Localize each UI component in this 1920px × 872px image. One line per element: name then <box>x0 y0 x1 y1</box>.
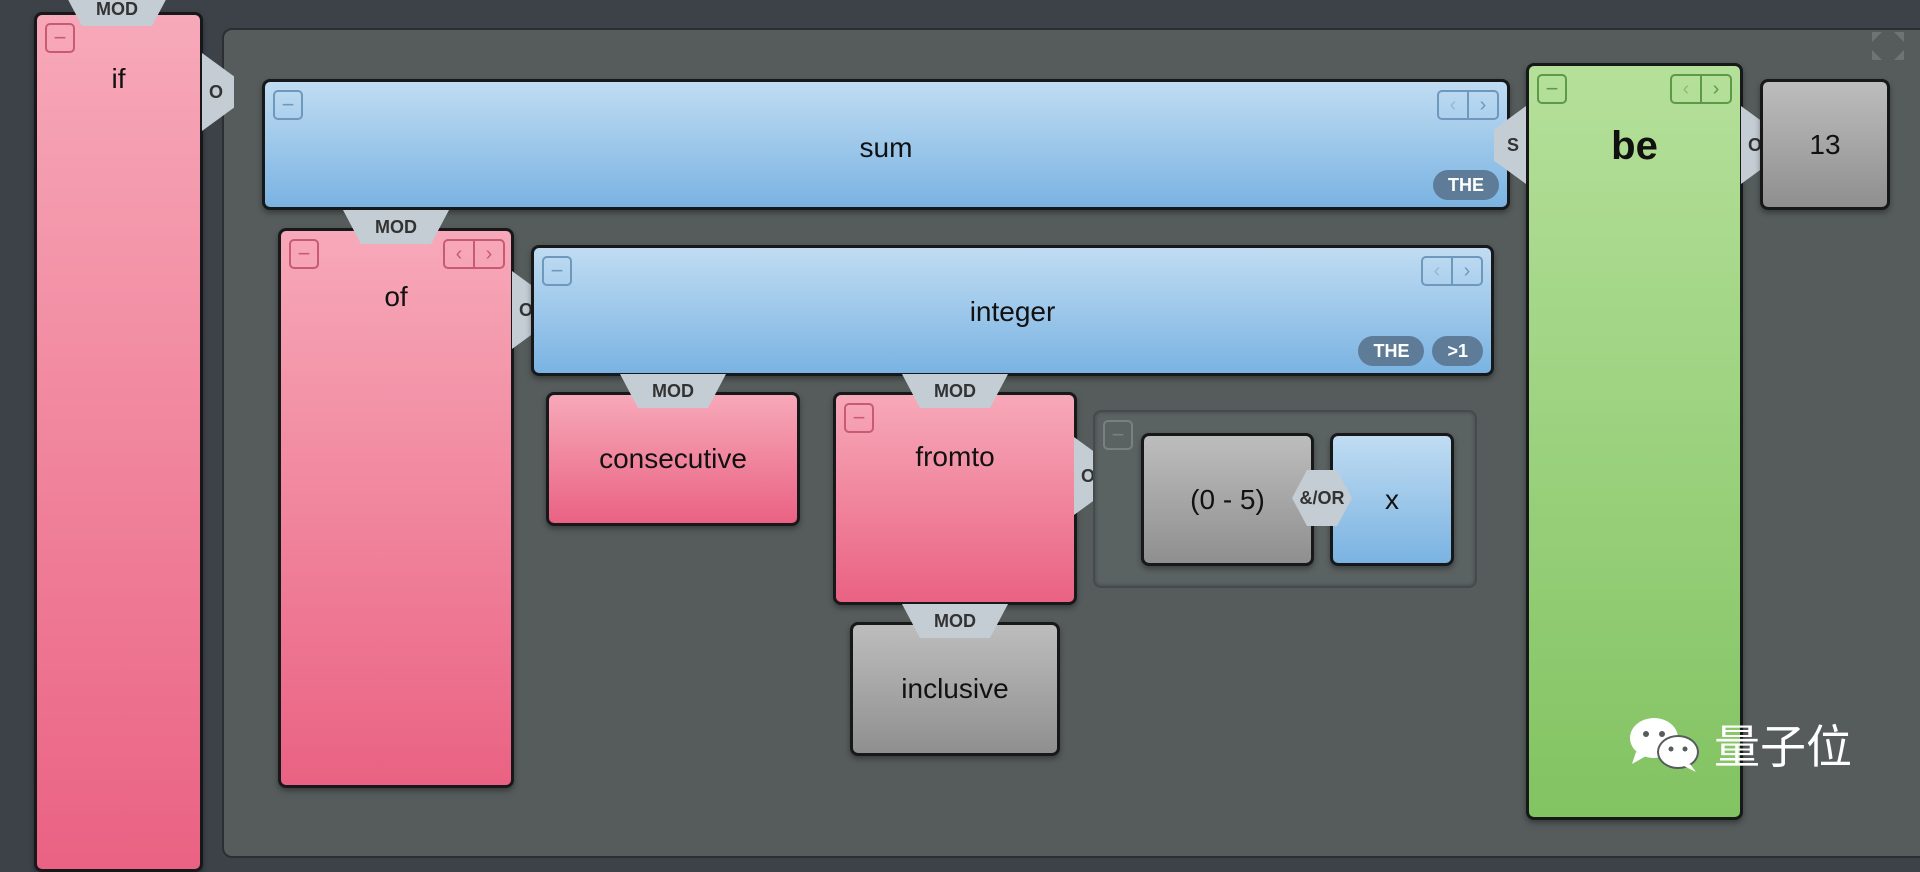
fromto-mod-tab[interactable]: MOD <box>902 374 1008 408</box>
chevron-right-icon[interactable]: › <box>1451 258 1481 284</box>
be-label: be <box>1611 124 1658 168</box>
of-mod-tab[interactable]: MOD <box>343 210 449 244</box>
consecutive-label: consecutive <box>599 443 747 474</box>
wechat-icon <box>1630 718 1699 772</box>
chevron-right-icon[interactable]: › <box>1467 92 1497 118</box>
chevron-left-icon[interactable]: ‹ <box>1433 259 1441 282</box>
collapse-be-button[interactable]: − <box>1537 74 1567 104</box>
chevron-left-icon[interactable]: ‹ <box>455 242 463 265</box>
range-block[interactable]: (0 - 5) <box>1141 433 1314 566</box>
integer-the-badge[interactable]: THE <box>1358 336 1425 366</box>
if-block[interactable]: − if <box>34 12 203 872</box>
x-label: x <box>1385 483 1399 515</box>
if-mod-tab[interactable]: MOD <box>64 0 170 26</box>
inclusive-label: inclusive <box>901 673 1009 704</box>
value-label: 13 <box>1809 128 1841 160</box>
collapse-integer-button[interactable]: − <box>542 256 572 286</box>
fromto-inclusive-mod-tab[interactable]: MOD <box>902 604 1008 638</box>
if-label: if <box>111 63 126 94</box>
of-nav: ‹ › <box>443 239 505 269</box>
integer-gt1-badge[interactable]: >1 <box>1432 336 1483 366</box>
minus-icon: − <box>1111 422 1125 447</box>
fromto-block[interactable]: − fromto <box>833 392 1077 605</box>
minus-icon: − <box>550 258 564 283</box>
chevron-left-icon[interactable]: ‹ <box>1449 93 1457 116</box>
be-nav: ‹ › <box>1670 74 1732 104</box>
expand-arrows-icon[interactable] <box>1868 28 1908 64</box>
consecutive-block[interactable]: consecutive <box>546 392 800 526</box>
consecutive-mod-tab[interactable]: MOD <box>620 374 726 408</box>
integer-block[interactable]: − ‹ › integer THE >1 <box>531 245 1494 376</box>
integer-nav: ‹ › <box>1421 256 1483 286</box>
chevron-right-icon[interactable]: › <box>1700 76 1730 102</box>
sum-the-badge[interactable]: THE <box>1433 170 1499 200</box>
of-label: of <box>384 281 408 312</box>
minus-icon: − <box>852 405 866 430</box>
minus-icon: − <box>1545 76 1559 101</box>
sum-nav: ‹ › <box>1437 90 1499 120</box>
chevron-left-icon[interactable]: ‹ <box>1682 77 1690 100</box>
of-block[interactable]: − ‹ › of <box>278 228 514 788</box>
collapse-if-button[interactable]: − <box>45 23 75 53</box>
collapse-sum-button[interactable]: − <box>273 90 303 120</box>
chevron-right-icon[interactable]: › <box>473 241 503 267</box>
minus-icon: − <box>297 241 311 266</box>
be-block[interactable]: − ‹ › be <box>1526 63 1743 820</box>
minus-icon: − <box>281 92 295 117</box>
sum-block[interactable]: − ‹ › sum THE <box>262 79 1510 210</box>
collapse-fromto-button[interactable]: − <box>844 403 874 433</box>
inclusive-block[interactable]: inclusive <box>850 622 1060 756</box>
minus-icon: − <box>53 25 67 50</box>
sum-label: sum <box>859 132 913 163</box>
collapse-range-group-button[interactable]: − <box>1103 420 1133 450</box>
fromto-label: fromto <box>915 441 995 472</box>
collapse-of-button[interactable]: − <box>289 239 319 269</box>
integer-label: integer <box>969 296 1056 327</box>
watermark: 量子位 <box>1626 711 1852 777</box>
integer-badges: THE >1 <box>1358 336 1483 366</box>
range-label: (0 - 5) <box>1190 483 1265 515</box>
watermark-text: 量子位 <box>1714 721 1852 773</box>
value-block[interactable]: 13 <box>1760 79 1890 210</box>
